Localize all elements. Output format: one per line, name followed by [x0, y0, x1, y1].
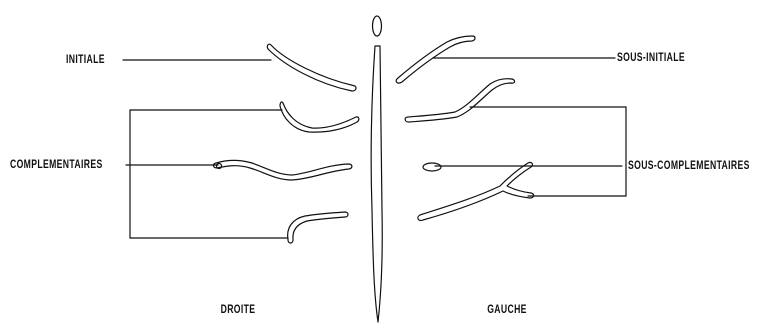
label-sous-complementaires: SOUS-COMPLEMENTAIRES [628, 158, 750, 172]
complementaire-stroke-1 [280, 102, 359, 132]
complementaire-stroke-3 [288, 212, 348, 243]
axis-top-oval [373, 16, 382, 36]
label-complementaires: COMPLEMENTAIRES [10, 157, 103, 171]
central-axis [371, 46, 382, 322]
label-droite: DROITE [213, 302, 263, 316]
complementaire-stroke-2 [213, 160, 351, 180]
label-gauche: GAUCHE [482, 302, 532, 316]
initiale-stroke [267, 44, 356, 91]
label-initiale: INITIALE [66, 52, 105, 66]
sous-complementaire-stroke-1 [405, 79, 514, 122]
sous-complementaire-oval [423, 163, 441, 171]
label-sous-initiale: SOUS-INITIALE [617, 50, 685, 64]
sous-initiale-stroke [396, 36, 475, 83]
